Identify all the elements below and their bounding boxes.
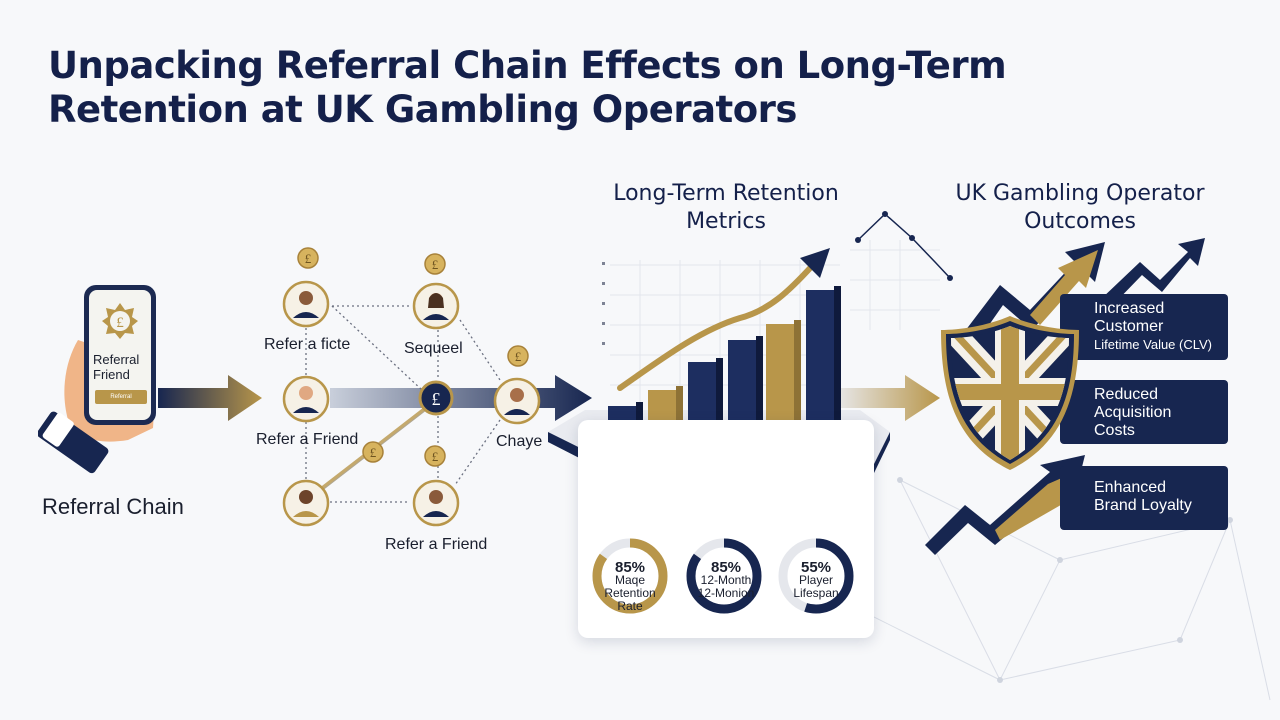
gauge-1	[592, 538, 668, 614]
outcome-acquisition: Reduced Acquisition Costs	[1060, 380, 1228, 444]
outcome-loyalty: Enhanced Brand Loyalty	[1060, 466, 1228, 530]
gauge-2	[686, 538, 762, 614]
phone-referral-button: Referral	[95, 390, 147, 404]
gauge-1-label: 85% Maqe Retention Rate	[604, 559, 656, 613]
outcome-clv: Increased Customer Lifetime Value (CLV)	[1060, 294, 1228, 360]
gauge-3	[778, 538, 854, 614]
svg-text:£: £	[305, 251, 312, 266]
coin-icon: £	[507, 345, 529, 367]
retention-metrics-title: Long-Term Retention Metrics	[613, 181, 839, 234]
union-jack-shield-icon	[941, 316, 1079, 470]
avatar-node-3	[282, 375, 330, 423]
svg-text:£: £	[370, 445, 377, 460]
svg-text:£: £	[432, 389, 441, 409]
metrics-card	[578, 420, 874, 638]
avatar-node-2	[412, 282, 460, 330]
gauges	[592, 538, 854, 614]
rising-arrow-icon	[1100, 238, 1205, 308]
bar-4	[728, 336, 763, 432]
central-pound-node: £	[418, 380, 454, 416]
node-label-1: Refer a ficte	[264, 336, 351, 353]
phone: £ Referral Friend Referral	[84, 285, 156, 425]
svg-text:£: £	[432, 449, 439, 464]
gauge-3-label: 55% Player Lifespan	[793, 559, 839, 600]
node-label-2: Sequeel	[404, 340, 463, 357]
arrow-network-to-chart	[330, 375, 592, 421]
referral-chain-label: Referral Chain	[42, 494, 184, 519]
coin-icon: £	[424, 253, 446, 275]
coin-icon: £	[362, 441, 384, 463]
avatar-node-5	[282, 479, 330, 527]
phone-text: Referral Friend	[93, 352, 140, 382]
coin-icon: £	[297, 247, 319, 269]
arrow-chart-to-shield	[835, 375, 940, 421]
page-title: Unpacking Referral Chain Effects on Long…	[48, 44, 1007, 131]
node-label-4: Chaye	[496, 433, 543, 450]
avatar-node-1	[282, 280, 330, 328]
svg-text:£: £	[432, 257, 439, 272]
avatar-node-4	[493, 377, 541, 425]
gauge-2-label: 85% 12-Month 12-Monion	[697, 559, 755, 600]
coin-icon: £	[424, 445, 446, 467]
node-label-5: Refer a Friend	[385, 536, 488, 553]
svg-text:£: £	[515, 349, 522, 364]
trend-arrow	[617, 263, 815, 391]
outcomes-title: UK Gambling Operator Outcomes	[955, 181, 1205, 234]
arrow-phone-to-network	[158, 375, 262, 421]
node-label-3: Refer a Friend	[256, 431, 359, 448]
svg-text:£: £	[116, 315, 124, 331]
bar-6	[806, 286, 841, 432]
pound-badge-icon: £	[102, 303, 138, 339]
avatar-node-6	[412, 479, 460, 527]
trend-arrow-head-icon	[800, 248, 830, 278]
rising-arrow-icon	[925, 455, 1085, 555]
bar-5	[766, 320, 801, 432]
